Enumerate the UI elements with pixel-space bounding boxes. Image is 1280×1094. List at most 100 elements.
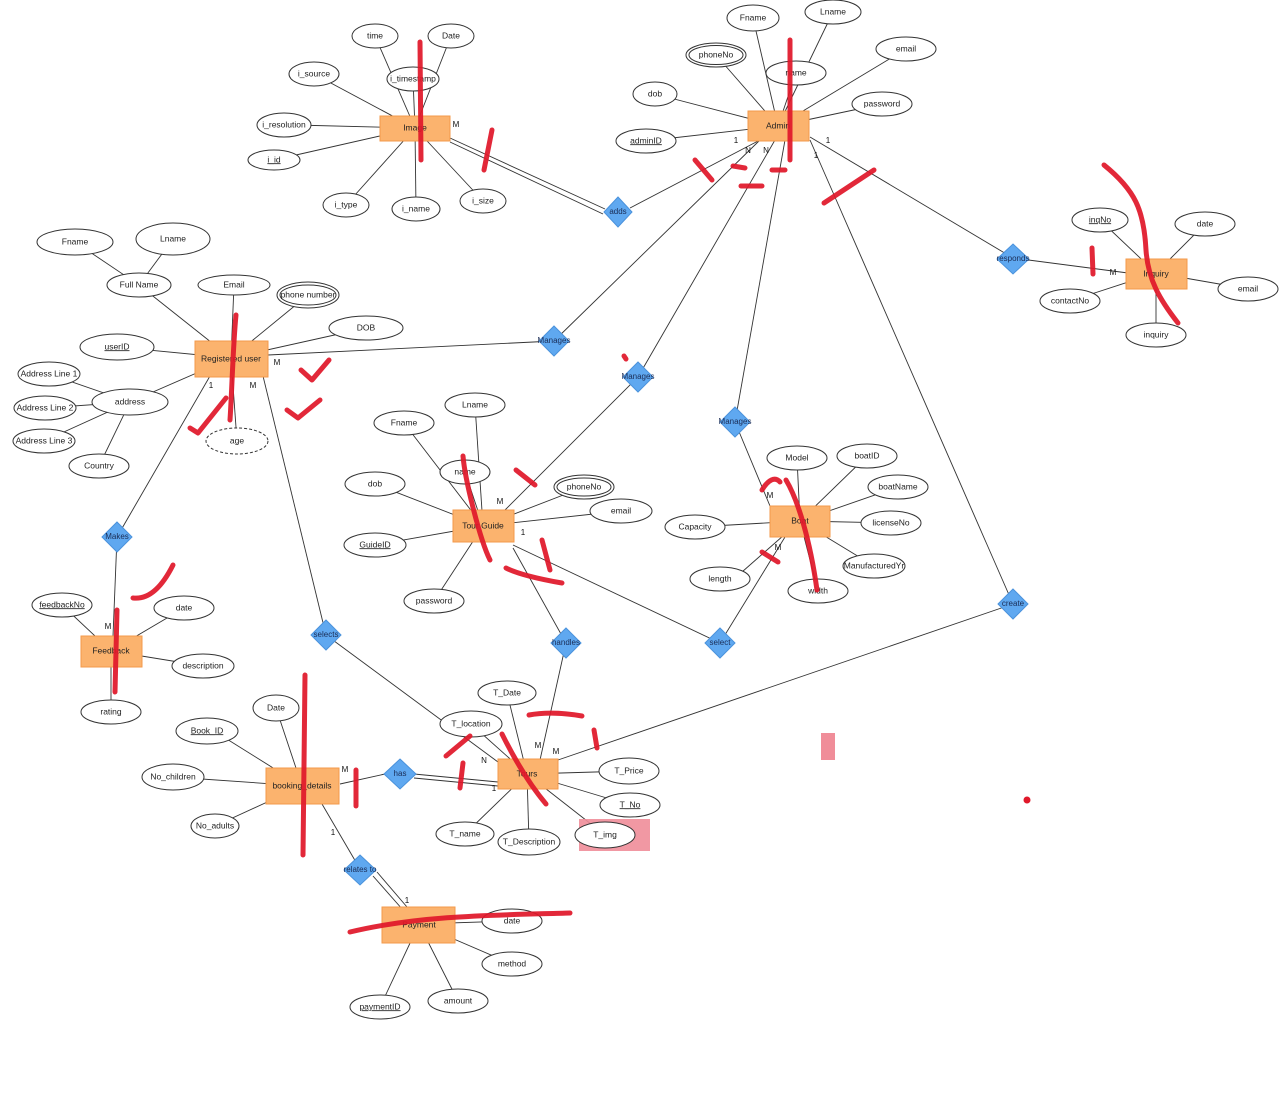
svg-text:phone number: phone number [281,289,336,299]
svg-text:time: time [367,30,383,40]
attr-admin-adminid: adminID [615,128,677,154]
svg-text:Country: Country [84,460,115,470]
svg-text:email: email [611,505,631,515]
card-user-m2: M [250,381,257,390]
svg-text:date: date [176,602,193,612]
svg-text:i_timestamp: i_timestamp [390,73,436,83]
svg-text:inqNo: inqNo [1089,214,1111,224]
svg-text:adminID: adminID [630,135,662,145]
attr-booking-date: Date [252,694,300,722]
svg-text:Address Line 3: Address Line 3 [16,435,73,445]
attr-admin-lname: Lname [804,0,862,25]
attr-boat-model: Model [766,445,828,471]
svg-text:T_Price: T_Price [614,765,644,775]
relationship-manages-boat[interactable]: Manages [719,406,752,438]
svg-text:i_size: i_size [472,195,494,205]
svg-text:method: method [498,958,527,968]
attr-user-userid: userID [79,333,155,361]
attr-image-name: i_name [391,196,441,222]
relationship-manages-user[interactable]: Manages [538,325,571,357]
svg-text:Tours: Tours [517,768,538,778]
entity-feedback[interactable]: Feedback [80,635,143,668]
card-guide-m: M [497,497,504,506]
entity-image[interactable]: Image [379,115,451,142]
svg-text:ManufacturedYr: ManufacturedYr [844,560,905,570]
svg-text:password: password [864,98,901,108]
relationship-create[interactable]: create [997,588,1029,620]
card-guide-1: 1 [521,528,526,537]
svg-text:Lname: Lname [820,6,846,16]
svg-text:Address Line 2: Address Line 2 [17,402,74,412]
svg-text:description: description [182,660,223,670]
svg-text:responds: responds [997,254,1030,263]
attr-user-phone-number: phone number [276,281,340,309]
attr-admin-fname: Fname [726,4,780,32]
svg-text:i_source: i_source [298,68,330,78]
attr-user-full-name: Full Name [106,272,172,298]
relationship-responds[interactable]: responds [996,243,1030,275]
svg-text:T_Description: T_Description [503,836,556,846]
svg-text:Capacity: Capacity [678,521,712,531]
svg-text:Model: Model [785,452,808,462]
svg-text:Manages: Manages [719,417,752,426]
attr-inquiry-email: email [1217,276,1279,302]
attr-guide-phoneno: phoneNo [553,474,615,500]
relationship-handles[interactable]: handles [550,627,582,659]
svg-text:age: age [230,435,244,445]
svg-text:Inquiry: Inquiry [1143,268,1169,278]
entity-inquiry[interactable]: Inquiry [1125,258,1188,290]
svg-text:Fname: Fname [62,236,89,246]
attr-tours-t-price: T_Price [598,757,660,785]
card-tours-n: N [481,756,487,765]
card-booking-m: M [342,765,349,774]
attr-guide-fname: Fname [373,410,435,436]
attr-user-address-line-1: Address Line 1 [17,361,81,387]
relationship-select[interactable]: select [704,627,736,659]
attr-boat-manufacturedyr: ManufacturedYr [842,553,906,579]
entity-tours[interactable]: Tours [497,758,559,790]
attr-feedback-rating: rating [80,699,142,725]
attr-boat-boatid: boatID [836,443,898,469]
attr-user-dob: DOB [328,315,404,341]
svg-text:Fname: Fname [740,12,767,22]
svg-text:select: select [710,638,732,647]
relationship-relates-to[interactable]: relates to [343,854,377,886]
svg-text:Image: Image [403,122,427,132]
attr-inquiry-inquiry: inquiry [1125,322,1187,348]
svg-text:create: create [1002,599,1025,608]
attr-inquiry-contactno: contactNo [1039,288,1101,314]
svg-text:Manages: Manages [538,336,571,345]
attr-guide-dob: dob [344,471,406,497]
relationship-adds[interactable]: adds [603,196,633,228]
card-admin-1b: 1 [814,151,819,160]
svg-text:licenseNo: licenseNo [872,517,910,527]
attr-user-address-line-2: Address Line 2 [13,395,77,421]
relationship-selects[interactable]: selects [310,619,342,651]
svg-text:i_id: i_id [267,154,281,164]
relationship-makes[interactable]: Makes [101,521,133,553]
svg-text:date: date [1197,218,1214,228]
attr-admin-phoneno: phoneNo [685,42,747,68]
attr-inquiry-inqno: inqNo [1071,207,1129,233]
attr-user-age: age [205,427,269,455]
entity-admin[interactable]: Admin [747,110,810,142]
attr-image-id: i_id [247,149,301,171]
svg-text:contactNo: contactNo [1051,295,1090,305]
card-tours-1: 1 [492,784,497,793]
svg-text:boatName: boatName [878,481,917,491]
attr-user-lname: Lname [135,222,211,256]
attr-tours-t-date: T_Date [477,680,537,706]
svg-text:date: date [504,915,521,925]
cardinality-labels: M 1 N N 1 1 M M 1 M M 1 M M M M M N 1 M … [105,120,1117,905]
relationship-has[interactable]: has [383,758,417,790]
svg-text:selects: selects [314,630,339,639]
svg-text:password: password [416,595,453,605]
svg-text:Tour Guide: Tour Guide [462,520,504,530]
attr-guide-guideid: GuideID [343,532,407,558]
attr-booking-no-children: No_children [141,763,205,791]
svg-text:Fname: Fname [391,417,418,427]
svg-text:feedbackNo: feedbackNo [39,599,85,609]
relationship-manages-guide[interactable]: Manages [622,361,655,393]
attr-boat-licenseno: licenseNo [860,510,922,536]
svg-text:T_location: T_location [451,718,490,728]
